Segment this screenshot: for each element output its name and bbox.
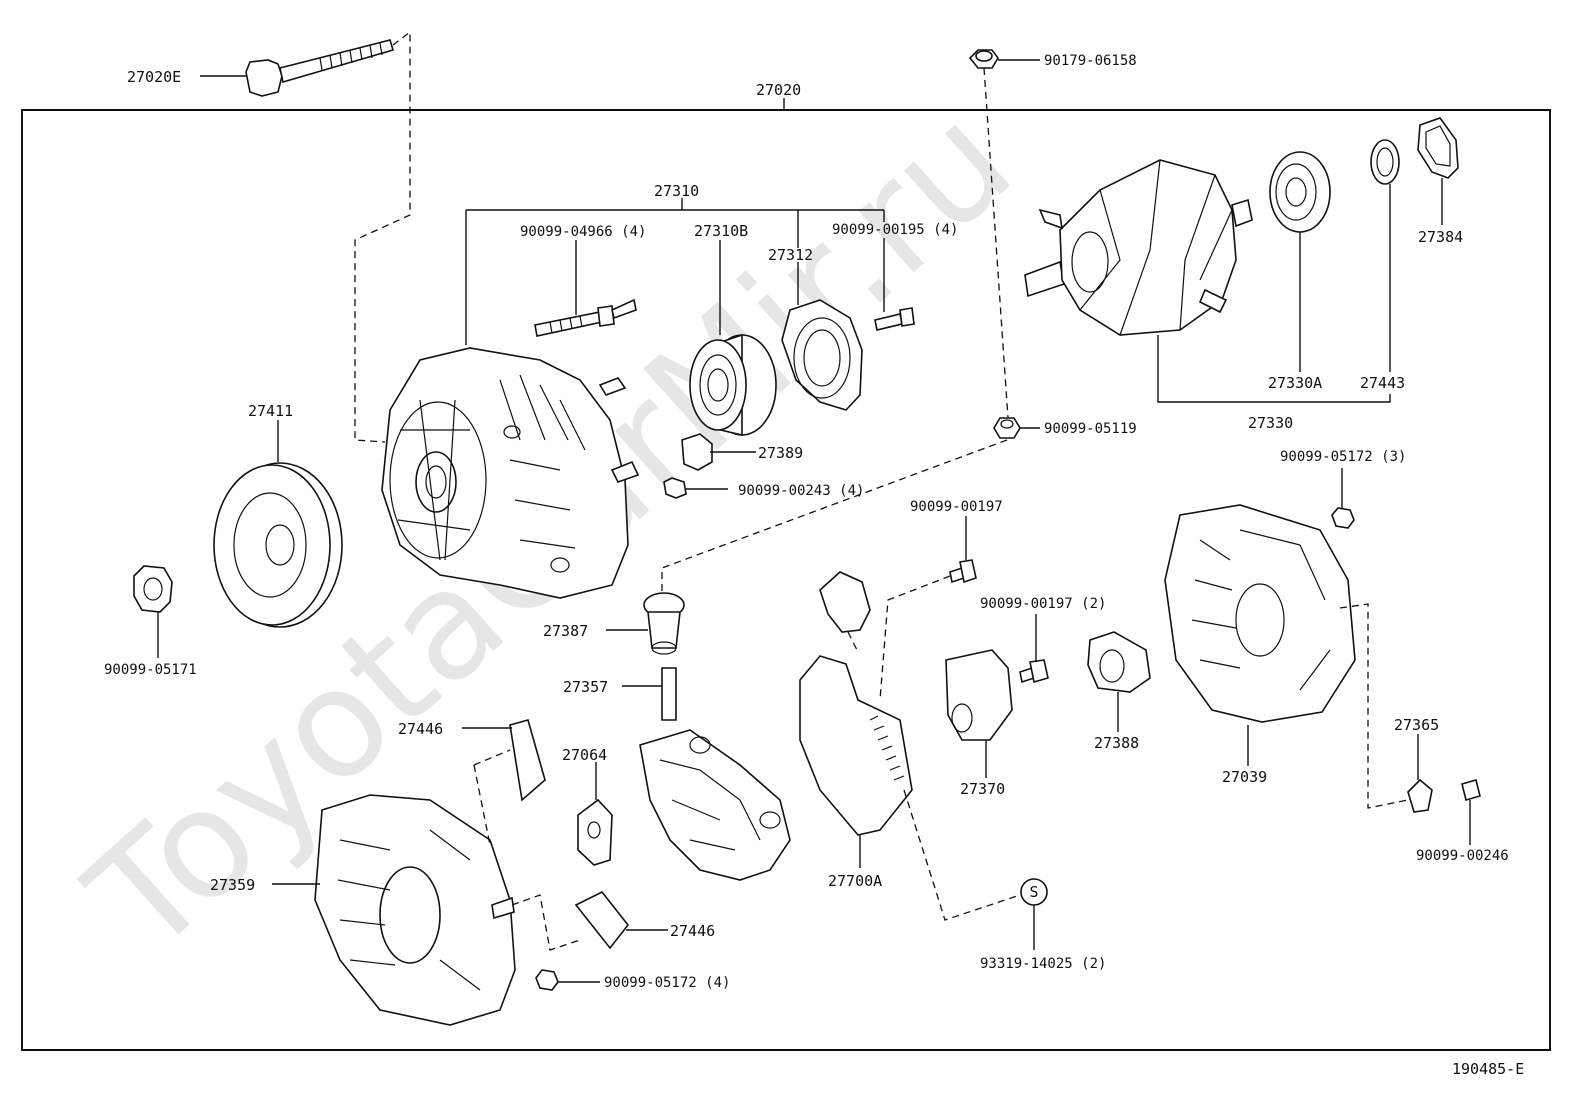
- pulley-nut-90099-05171: [133, 565, 173, 613]
- standard-part-symbol-text: S: [1029, 883, 1038, 901]
- label-27310b: 27310B: [694, 222, 748, 240]
- label-27020e: 27020E: [127, 68, 181, 86]
- part-labels: 27020E 90179-06158 27020 27310 90099-049…: [104, 53, 1524, 1078]
- label-27387: 27387: [543, 622, 588, 640]
- label-27446-upper: 27446: [398, 720, 443, 738]
- label-27064: 27064: [562, 746, 607, 764]
- label-27020: 27020: [756, 81, 801, 99]
- bearing-27310b: [689, 333, 777, 437]
- bearing-cover-27384: [1417, 117, 1459, 179]
- label-27389: 27389: [758, 444, 803, 462]
- bearing-27330a: [1269, 151, 1331, 233]
- rotor-27330: [1024, 159, 1253, 336]
- label-27446-lower: 27446: [670, 922, 715, 940]
- retainer-plate-27312: [781, 299, 863, 411]
- label-27388: 27388: [1094, 734, 1139, 752]
- label-90099-00246: 90099-00246: [1416, 848, 1509, 864]
- label-90099-00197: 90099-00197: [910, 499, 1003, 515]
- screw-90099-00195: [874, 307, 915, 331]
- label-90179-06158: 90179-06158: [1044, 53, 1137, 69]
- cover-27388: [1087, 631, 1151, 693]
- label-90099-00243: 90099-00243 (4): [738, 483, 864, 499]
- assembly-frame: [21, 109, 1551, 1051]
- nut-90099-05172-lower: [535, 969, 559, 991]
- pulley-27411: [213, 462, 343, 628]
- label-27330a: 27330A: [1268, 374, 1322, 392]
- label-27310: 27310: [654, 182, 699, 200]
- through-bolt-27020e: [245, 39, 394, 97]
- rectifier-holder-27357: [639, 667, 791, 881]
- label-27411: 27411: [248, 402, 293, 420]
- label-27359: 27359: [210, 876, 255, 894]
- insulator-27365: [1407, 778, 1433, 813]
- nut-90099-05119: [993, 417, 1021, 439]
- label-27357: 27357: [563, 678, 608, 696]
- label-27330: 27330: [1248, 414, 1293, 432]
- screw-90099-00243: [663, 477, 687, 499]
- washer-27443: [1370, 139, 1400, 185]
- standard-part-symbol: S: [1020, 878, 1048, 906]
- label-90099-04966: 90099-04966 (4): [520, 224, 646, 240]
- label-27039: 27039: [1222, 768, 1267, 786]
- label-90099-05172-4: 90099-05172 (4): [604, 975, 730, 991]
- label-27443: 27443: [1360, 374, 1405, 392]
- label-27370: 27370: [960, 780, 1005, 798]
- drive-end-frame: [381, 347, 640, 599]
- assembly-dashed-lines: [354, 30, 1409, 951]
- rectifier-end-frame-27039: [1164, 504, 1356, 723]
- figure-code: 190485-E: [1452, 1060, 1524, 1078]
- label-27365: 27365: [1394, 716, 1439, 734]
- label-90099-00195: 90099-00195 (4): [832, 222, 958, 238]
- brush-holder-27370: [945, 649, 1013, 741]
- plate-27064: [577, 798, 613, 866]
- voltage-regulator-27700a: [799, 571, 913, 836]
- nut-90179-06158: [968, 49, 999, 69]
- leader-lines: [157, 59, 1471, 983]
- screw-90099-00197-upper: [949, 559, 977, 584]
- label-27312: 27312: [768, 246, 813, 264]
- terminal-insulator-27446-lower: [574, 890, 630, 950]
- terminal-holder-27387: [643, 592, 685, 655]
- label-90099-05171: 90099-05171: [104, 662, 197, 678]
- label-93319-14025: 93319-14025 (2): [980, 956, 1106, 972]
- label-90099-05172-3: 90099-05172 (3): [1280, 449, 1406, 465]
- label-27384: 27384: [1418, 228, 1463, 246]
- label-90099-05119: 90099-05119: [1044, 421, 1137, 437]
- insulator-27389: [681, 433, 713, 471]
- stud-90099-04966: [534, 298, 637, 337]
- rear-end-cover-27359: [314, 794, 516, 1026]
- screw-90099-00197-lower: [1019, 659, 1049, 684]
- label-90099-00197-2: 90099-00197 (2): [980, 596, 1106, 612]
- bolt-90099-00246: [1461, 779, 1481, 801]
- terminal-insulator-27446-upper: [509, 719, 546, 802]
- label-27700a: 27700A: [828, 872, 882, 890]
- nut-90099-05172-upper: [1331, 507, 1355, 529]
